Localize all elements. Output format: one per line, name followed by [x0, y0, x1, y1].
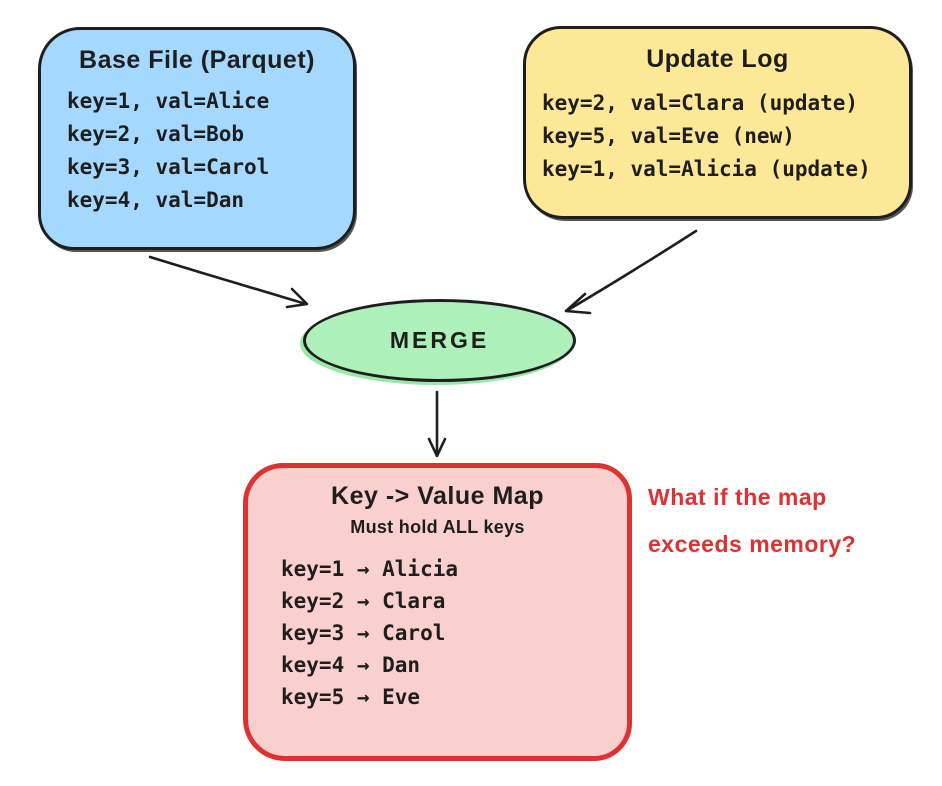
base-file-title: Base File (Parquet): [79, 46, 315, 74]
update-log-title: Update Log: [646, 45, 789, 73]
update-log-row: key=2, val=Clara (update): [542, 91, 859, 115]
update-log-row: key=1, val=Alicia (update): [542, 157, 871, 181]
arrow-log-to-merge: [564, 229, 698, 315]
key-value-map-row: key=2 → Clara: [281, 589, 446, 613]
arrow-merge-to-map: [427, 390, 447, 458]
base-file-row: key=4, val=Dan: [67, 188, 245, 212]
merge-node: MERGE: [303, 299, 576, 382]
key-value-map-node: Key -> Value Map Must hold ALL keys key=…: [243, 463, 632, 761]
key-value-map-row: key=5 → Eve: [281, 685, 421, 709]
key-value-map-title: Key -> Value Map: [331, 482, 544, 510]
base-file-row: key=1, val=Alice: [67, 89, 270, 113]
key-value-map-subtitle: Must hold ALL keys: [350, 517, 525, 537]
base-file-rows: key=1, val=Alice key=2, val=Bob key=3, v…: [41, 85, 353, 217]
base-file-node: Base File (Parquet) key=1, val=Alice key…: [38, 27, 356, 250]
merge-label: MERGE: [389, 327, 490, 353]
key-value-map-rows: key=1 → Alicia key=2 → Clara key=3 → Car…: [248, 553, 627, 713]
base-file-row: key=3, val=Carol: [67, 155, 270, 179]
key-value-map-row: key=1 → Alicia: [281, 557, 459, 581]
annotation-line: exceeds memory?: [648, 531, 857, 557]
arrow-base-to-merge: [148, 255, 309, 309]
update-log-rows: key=2, val=Clara (update) key=5, val=Eve…: [526, 87, 909, 186]
key-value-map-row: key=3 → Carol: [281, 621, 446, 645]
key-value-map-row: key=4 → Dan: [281, 653, 421, 677]
memory-question-annotation: What if the map exceeds memory?: [648, 474, 928, 568]
update-log-row: key=5, val=Eve (new): [542, 124, 795, 148]
base-file-row: key=2, val=Bob: [67, 122, 245, 146]
update-log-node: Update Log key=2, val=Clara (update) key…: [523, 26, 912, 219]
annotation-line: What if the map: [648, 484, 827, 510]
